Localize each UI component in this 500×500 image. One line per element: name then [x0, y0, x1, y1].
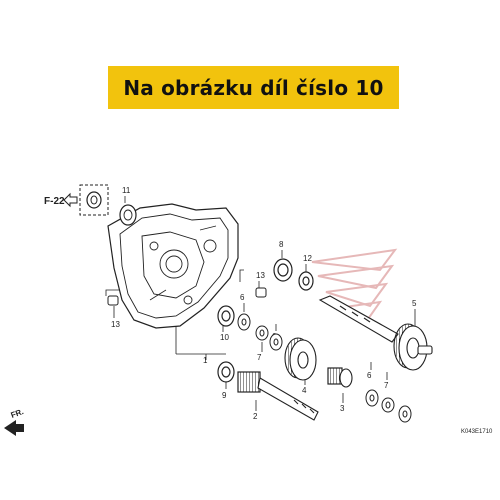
washers-right — [365, 389, 412, 423]
reference-f22: F-22 — [44, 184, 109, 216]
shaft-2 — [237, 371, 319, 421]
callout-7-b: 7 — [384, 381, 389, 390]
dowel-pins — [107, 287, 267, 306]
bearing-8 — [273, 258, 293, 282]
callout-2: 2 — [253, 412, 258, 421]
callout-10: 10 — [220, 333, 229, 342]
callout-8: 8 — [279, 240, 284, 249]
banner-text: Na obrázku díl číslo 10 — [123, 75, 384, 100]
callout-5: 5 — [412, 299, 417, 308]
callout-1: 1 — [203, 356, 208, 365]
callout-13: 13 — [256, 271, 265, 280]
gear-3 — [327, 367, 353, 388]
title-banner: Na obrázku díl číslo 10 — [108, 66, 399, 109]
washers-left — [237, 313, 283, 351]
gear-4 — [284, 337, 317, 381]
callout-12: 12 — [303, 254, 312, 263]
transmission-case — [107, 203, 239, 329]
diagram-code: K043E1710 — [461, 429, 493, 435]
seal-12 — [298, 271, 314, 291]
callout-3: 3 — [340, 404, 345, 413]
callout-7-a: 7 — [257, 353, 262, 362]
front-arrow: FR. — [4, 407, 25, 436]
callout-6-a: 6 — [240, 293, 245, 302]
callout-9: 9 — [222, 391, 227, 400]
callout-4: 4 — [302, 386, 307, 395]
callout-6-c: 6 — [367, 371, 372, 380]
reference-label: F-22 — [44, 196, 65, 207]
callout-11: 11 — [122, 186, 131, 195]
shaft-5 — [318, 295, 433, 371]
bearing-9 — [217, 361, 235, 383]
bearing-10 — [217, 305, 235, 327]
callout-13-left: 13 — [111, 320, 120, 329]
front-label: FR. — [10, 407, 25, 420]
callout-numbers: 11 8 13 12 13 6 5 10 7 6 1 9 6 7 4 3 2 — [111, 186, 417, 421]
